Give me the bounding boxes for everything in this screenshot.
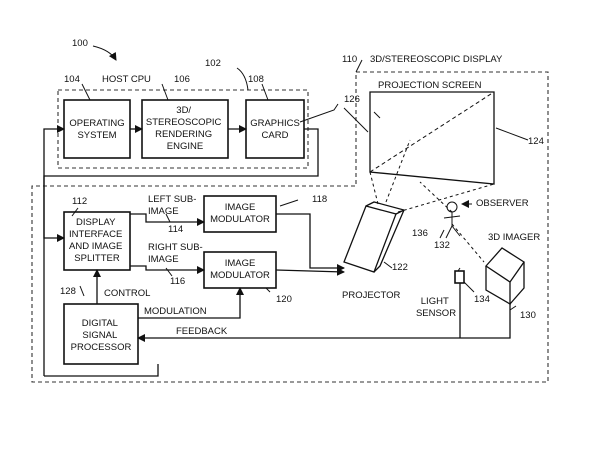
label-light-sensor: LIGHT SENSOR [416, 296, 456, 319]
3d-imager-device [485, 247, 525, 306]
ref-128: 128 [60, 286, 76, 297]
svg-text:DISPLAY INTERFACE: DISPLAY INTERFACE AND IMAGE SPLITTER [69, 217, 125, 264]
connectors [43, 125, 511, 377]
ref-106: 106 [174, 74, 190, 85]
ref-132: 132 [434, 240, 450, 251]
ref-136: 136 [412, 228, 428, 239]
descriptive-labels: HOST CPU 3D/STEREOSCOPIC DISPLAY PROJECT… [102, 54, 540, 337]
leader-lines [71, 45, 529, 311]
label-observer: OBSERVER [476, 198, 529, 209]
ref-108: 108 [248, 74, 264, 85]
label-left-sub-image: LEFT SUB- IMAGE [148, 194, 199, 217]
label-projection-screen: PROJECTION SCREEN [378, 80, 482, 91]
svg-text:DIGITAL SIGNAL PRO: DIGITAL SIGNAL PROCESSOR [71, 318, 132, 353]
label-3d-display: 3D/STEREOSCOPIC DISPLAY [370, 54, 503, 65]
svg-text:3D/ STEREOSCOPIC R: 3D/ STEREOSCOPIC RENDERING ENGINE [146, 105, 224, 152]
label-3d-imager: 3D IMAGER [488, 232, 540, 243]
ref-110: 110 [342, 54, 357, 65]
ref-100: 100 [72, 38, 88, 49]
ref-130: 130 [520, 310, 536, 321]
label-modulation: MODULATION [144, 306, 207, 317]
ref-124: 124 [528, 136, 544, 147]
projection-screen [369, 91, 495, 185]
ref-116: 116 [170, 276, 185, 287]
display-interface-splitter-box: DISPLAY INTERFACE AND IMAGE SPLITTER [63, 211, 131, 271]
ref-112: 112 [72, 196, 87, 207]
label-right-sub-image: RIGHT SUB- IMAGE [148, 242, 205, 265]
projection-rays [369, 139, 495, 263]
ref-118: 118 [312, 194, 327, 205]
ref-102: 102 [205, 58, 221, 69]
ref-120: 120 [276, 294, 292, 305]
display-group [31, 71, 549, 383]
label-feedback: FEEDBACK [176, 326, 228, 337]
ref-122: 122 [392, 262, 408, 273]
label-projector: PROJECTOR [342, 290, 401, 301]
digital-signal-processor-box: DIGITAL SIGNAL PROCESSOR [63, 303, 139, 365]
ref-134: 134 [474, 294, 490, 305]
projector-device [343, 201, 406, 273]
label-control: CONTROL [104, 288, 150, 299]
light-sensor-device [454, 267, 465, 284]
ref-114: 114 [168, 224, 183, 235]
reference-numerals: 100 102 104 106 108 110 112 114 116 118 … [60, 38, 544, 321]
ref-126: 126 [344, 94, 360, 105]
rendering-engine-box: 3D/ STEREOSCOPIC RENDERING ENGINE [141, 99, 229, 159]
label-host-cpu: HOST CPU [102, 74, 151, 85]
ref-104: 104 [64, 74, 80, 85]
